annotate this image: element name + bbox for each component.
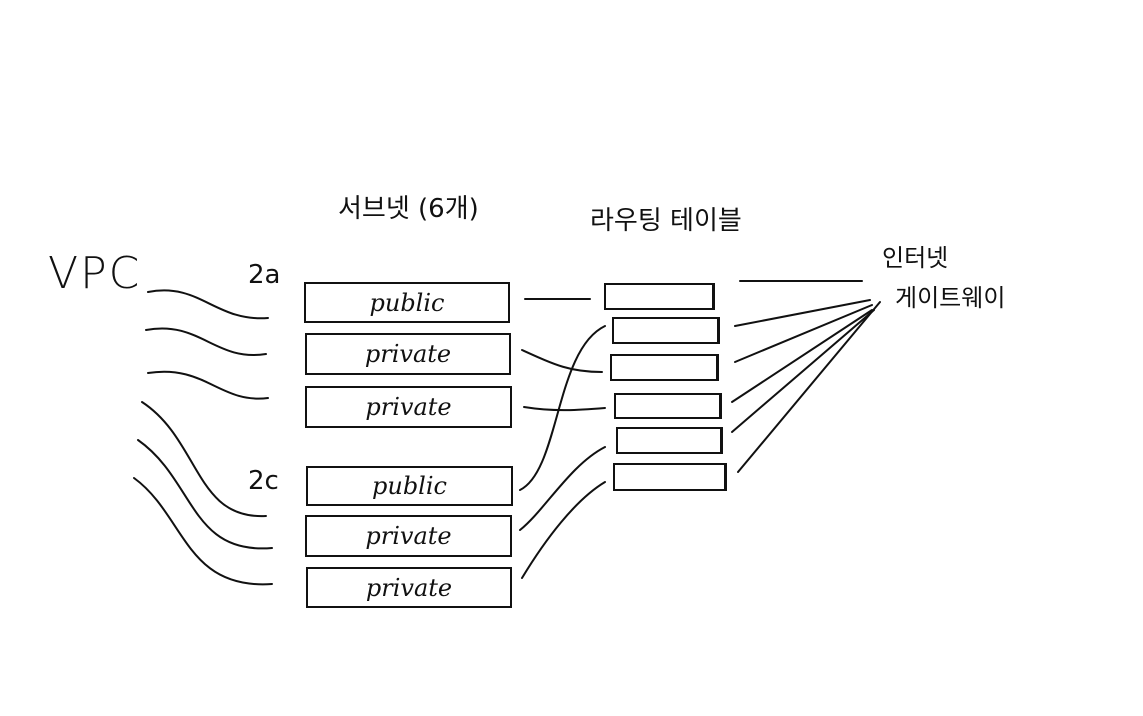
subnet-rt-link-6 (521, 481, 606, 579)
internet-gateway-label-line1: 인터넷 (882, 244, 949, 272)
subnet-label: private (365, 573, 453, 602)
internet-gateway-label-line2: 게이트웨이 (895, 284, 1006, 312)
az-label-2a: 2a (248, 260, 281, 290)
vpc-link-2 (145, 327, 267, 357)
subnet-label: private (365, 393, 452, 421)
routing-table-box-6 (613, 463, 727, 491)
subnet-box-2: private (305, 333, 511, 375)
subnet-rt-link-3 (523, 406, 606, 412)
subnet-rt-link-5 (519, 446, 606, 531)
vpc-label: VPC (48, 248, 142, 299)
subnet-label: public (369, 288, 445, 317)
subnet-box-3: private (305, 386, 512, 428)
vpc-link-5 (137, 439, 273, 550)
rt-igw-link-6 (737, 301, 881, 473)
subnet-box-1: public (304, 282, 510, 323)
rt-igw-link-5 (731, 309, 875, 433)
vpc-link-3 (147, 370, 269, 400)
subnets-title: 서브넷 (6개) (338, 194, 479, 224)
subnet-label: private (364, 340, 452, 368)
routing-table-box-3 (610, 354, 719, 381)
subnet-rt-link-4 (519, 325, 606, 491)
subnet-box-6: private (306, 567, 512, 608)
routing-table-box-1 (604, 283, 715, 310)
subnet-box-4: public (306, 466, 513, 506)
routing-table-box-4 (614, 393, 722, 419)
routing-table-box-5 (616, 427, 723, 454)
subnet-rt-link-2 (521, 349, 603, 373)
vpc-link-6 (133, 477, 273, 586)
vpc-link-4 (141, 401, 267, 518)
routing-table-title: 라우팅 테이블 (590, 206, 742, 236)
rt-igw-link-3 (734, 304, 873, 363)
subnet-label: public (372, 472, 447, 500)
subnet-box-5: private (305, 515, 512, 557)
rt-igw-link-2 (734, 299, 871, 327)
routing-table-box-2 (612, 317, 720, 344)
rt-igw-link-4 (731, 309, 873, 403)
vpc-link-1 (147, 289, 269, 320)
subnet-label: private (365, 522, 452, 550)
az-label-2c: 2c (248, 466, 279, 496)
